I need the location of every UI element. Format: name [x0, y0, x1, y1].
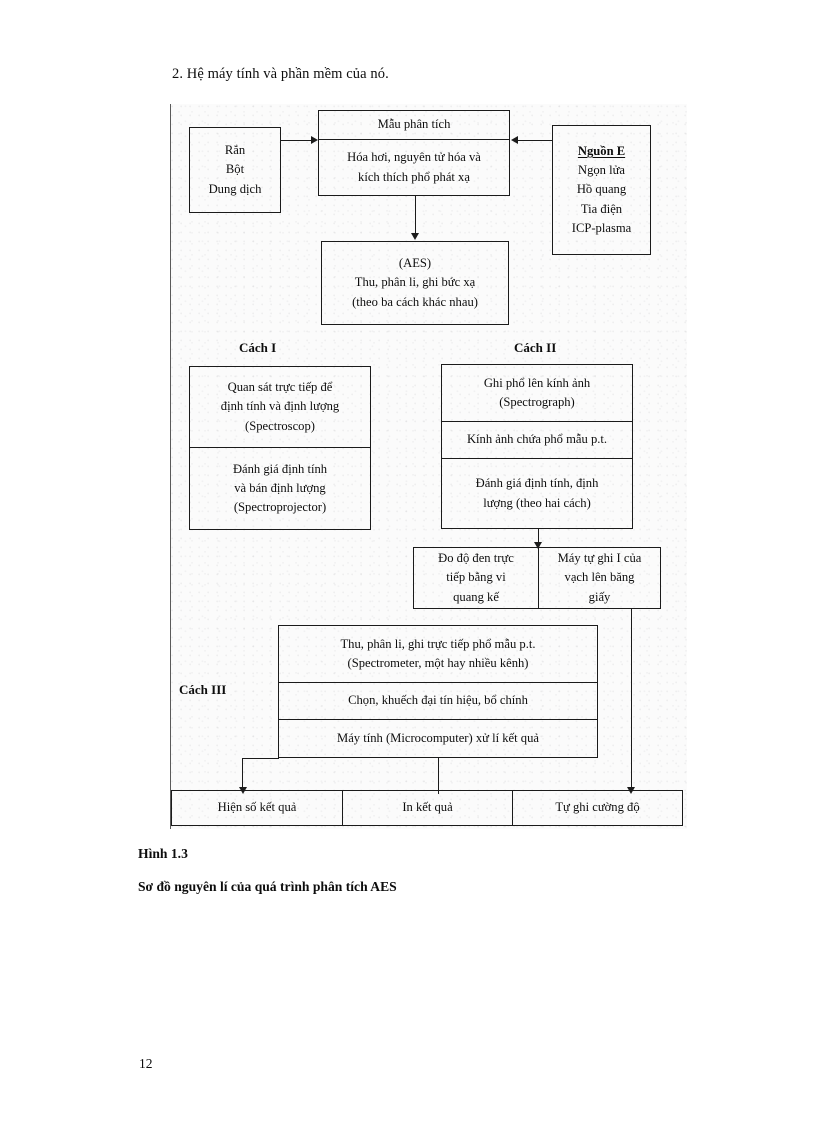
node-output-print: In kết quả [343, 790, 513, 826]
node-aes-line-1: (AES) [398, 256, 432, 271]
connector-way3-middle-vertical [437, 758, 439, 794]
node-way1-cell-2-line-3: (Spectroprojector) [233, 500, 327, 515]
figure-number: Hình 1.3 [138, 846, 188, 861]
node-sample-input: Rắn Bột Dung dịch [189, 127, 281, 213]
node-output-intensity-text: Tự ghi cường độ [555, 800, 640, 815]
node-way2-cell-2-line-1: Kính ảnh chứa phổ mẫu p.t. [466, 432, 608, 447]
node-sample-input-line-1: Rắn [224, 143, 246, 158]
connector-way2-to-measure [537, 529, 539, 544]
connector-way3-left-vertical [242, 758, 244, 789]
node-way1-cell-2: Đánh giá định tính và bán định lượng (Sp… [189, 448, 371, 530]
page-number: 12 [139, 1056, 153, 1071]
label-way-1: Cách I [239, 340, 277, 355]
node-way1-cell-1: Quan sát trực tiếp để định tính và định … [189, 366, 371, 448]
node-measure-recorder-line-3: giấy [588, 589, 611, 604]
node-measure-blackening-line-1: Đo độ đen trực [438, 551, 514, 566]
node-excitation-source-line-1: Ngọn lửa [577, 163, 626, 178]
node-way3-cell-3-line-1: Máy tính (Microcomputer) xử lí kết quả [337, 730, 539, 745]
node-vaporization-line-1: Hóa hơi, nguyên tử hóa và [347, 150, 481, 165]
node-excitation-source-line-3: Tia điện [580, 201, 623, 216]
node-sample-input-line-2: Bột [225, 162, 245, 177]
connector-measure-right-vertical [630, 609, 632, 789]
node-output-intensity: Tự ghi cường độ [513, 790, 683, 826]
arrow-input-to-vaporization [311, 135, 318, 144]
node-sample-input-line-3: Dung dịch [208, 181, 262, 196]
node-aes-line-3: (theo ba cách khác nhau) [352, 294, 478, 309]
node-way3-cell-3: Máy tính (Microcomputer) xử lí kết quả [278, 720, 598, 758]
node-way3-cell-2: Chọn, khuếch đại tín hiệu, bổ chính [278, 683, 598, 720]
node-aes: (AES) Thu, phân li, ghi bức xạ (theo ba … [321, 241, 509, 325]
label-way-3: Cách III [179, 682, 227, 697]
node-way1-cell-1-line-3: (Spectroscop) [245, 418, 315, 433]
node-way3-cell-2-line-1: Chọn, khuếch đại tín hiệu, bổ chính [348, 693, 528, 708]
node-aes-line-2: Thu, phân li, ghi bức xạ [354, 275, 476, 290]
node-vaporization-line-2: kích thích phổ phát xạ [358, 169, 470, 184]
node-way1-cell-2-line-1: Đánh giá định tính [232, 461, 328, 476]
arrow-source-to-vaporization [511, 135, 518, 144]
node-sample-title-text: Mẫu phân tích [377, 117, 451, 132]
node-way1-cell-1-line-1: Quan sát trực tiếp để [227, 380, 333, 395]
connector-source-to-vaporization [517, 140, 552, 142]
node-output-display-text: Hiện số kết quả [217, 800, 297, 815]
node-way1-cell-2-line-2: và bán định lượng [234, 480, 326, 495]
node-way2-cell-3: Đánh giá định tính, định lượng (theo hai… [441, 459, 633, 529]
node-measure-recorder-line-1: Máy tự ghi I của [557, 551, 642, 566]
node-way2-cell-1-line-1: Ghi phổ lên kính ảnh [483, 375, 591, 390]
connector-way3-left-horizontal [242, 758, 279, 760]
node-sample-title: Mẫu phân tích [318, 110, 510, 140]
node-way2-cell-3-line-2: lượng (theo hai cách) [483, 495, 591, 510]
node-way2-cell-2: Kính ảnh chứa phổ mẫu p.t. [441, 422, 633, 459]
node-way2-cell-1-line-2: (Spectrograph) [499, 395, 575, 409]
figure-title: Sơ đồ nguyên lí của quá trình phân tích … [138, 879, 397, 894]
connector-vaporization-to-aes [414, 196, 416, 234]
node-way2-cell-3-line-1: Đánh giá định tính, định [475, 476, 599, 491]
node-measure-blackening-line-3: quang kế [453, 589, 499, 604]
connector-input-to-vaporization [281, 140, 312, 142]
node-excitation-source-line-4: ICP-plasma [571, 220, 632, 235]
node-way3-cell-1-line-1: Thu, phân li, ghi trực tiếp phổ mẫu p.t. [340, 636, 536, 651]
node-output-print-text: In kết quả [402, 800, 453, 815]
node-way3-cell-1: Thu, phân li, ghi trực tiếp phổ mẫu p.t.… [278, 625, 598, 683]
node-measure-blackening-line-2: tiếp bằng vi [446, 570, 506, 585]
node-way2-cell-1: Ghi phổ lên kính ảnh (Spectrograph) [441, 364, 633, 422]
node-measure-recorder-line-2: vạch lên băng [564, 570, 635, 585]
node-excitation-source: Nguồn E Ngọn lửa Hồ quang Tia điện ICP-p… [552, 125, 651, 255]
node-excitation-source-line-2: Hồ quang [576, 182, 627, 197]
node-measure-blackening: Đo độ đen trực tiếp bằng vi quang kế [413, 547, 539, 609]
node-way1-cell-1-line-2: định tính và định lượng [220, 399, 340, 414]
arrow-way2-to-measure [533, 542, 542, 549]
node-vaporization: Hóa hơi, nguyên tử hóa và kích thích phổ… [318, 140, 510, 196]
node-way3-cell-1-line-2: (Spectrometer, một hay nhiều kênh) [347, 656, 529, 670]
arrow-vaporization-to-aes [410, 233, 419, 240]
section-heading: 2. Hệ máy tính và phần mềm của nó. [172, 66, 389, 82]
node-output-display: Hiện số kết quả [171, 790, 343, 826]
label-way-2: Cách II [514, 340, 557, 355]
node-excitation-source-title: Nguồn E [577, 144, 626, 159]
figure-diagram: Rắn Bột Dung dịch Mẫu phân tích Hóa hơi,… [170, 104, 687, 829]
node-measure-recorder: Máy tự ghi I của vạch lên băng giấy [539, 547, 661, 609]
